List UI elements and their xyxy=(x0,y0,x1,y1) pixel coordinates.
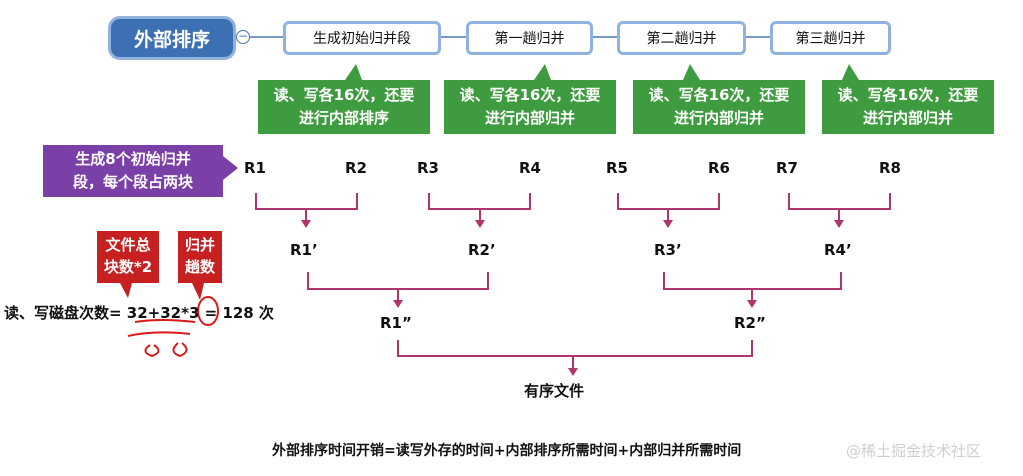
callout-pointers xyxy=(345,64,859,80)
merge-passes-note: 归并趟数 xyxy=(178,231,222,283)
run-r5: R5 xyxy=(606,159,628,177)
run-r2-double-prime: R2” xyxy=(734,314,766,332)
run-r3-prime: R3’ xyxy=(654,241,682,259)
run-r1-prime: R1’ xyxy=(290,241,318,259)
merge-arrowheads xyxy=(301,220,844,376)
run-r6: R6 xyxy=(708,159,730,177)
run-r1: R1 xyxy=(244,159,266,177)
run-r7: R7 xyxy=(776,159,798,177)
step-merge-pass-1[interactable]: 第一趟归并 xyxy=(466,21,593,55)
time-cost-formula: 外部排序时间开销=读写外存的时间+内部排序所需时间+内部归并所需时间 xyxy=(272,443,742,459)
callout-merge-pass-2: 读、写各16次，还要进行内部归并 xyxy=(633,80,805,134)
merge-brackets xyxy=(255,193,891,370)
collapse-toggle-icon[interactable]: − xyxy=(236,29,250,44)
run-r4-prime: R4’ xyxy=(824,241,852,259)
run-r4: R4 xyxy=(519,159,541,177)
initial-runs-note: 生成8个初始归并段，每个段占两块 xyxy=(43,145,223,197)
run-r3: R3 xyxy=(417,159,439,177)
run-r2-prime: R2’ xyxy=(468,241,496,259)
sorted-file-label: 有序文件 xyxy=(524,382,585,400)
root-node[interactable]: 外部排序 xyxy=(108,16,236,60)
step-initial-runs[interactable]: 生成初始归并段 xyxy=(283,21,441,55)
callout-merge-pass-1: 读、写各16次，还要进行内部归并 xyxy=(444,80,616,134)
formula-suffix: = 128 次 xyxy=(199,304,274,322)
watermark: @稀土掘金技术社区 xyxy=(846,442,982,460)
run-r8: R8 xyxy=(879,159,901,177)
callout-initial-runs: 读、写各16次，还要进行内部排序 xyxy=(258,80,430,134)
run-r1-double-prime: R1” xyxy=(380,314,412,332)
note-pointer xyxy=(223,156,238,180)
run-r2: R2 xyxy=(345,159,367,177)
step-merge-pass-2[interactable]: 第二趟归并 xyxy=(617,21,746,55)
formula-circled-value: 3 xyxy=(188,304,200,322)
red-note-pointers xyxy=(120,283,204,300)
step-merge-pass-3[interactable]: 第三趟归并 xyxy=(770,21,891,55)
block-count-note: 文件总块数*2 xyxy=(97,231,159,283)
handwritten-annotations xyxy=(127,296,219,358)
io-count-formula: 读、写磁盘次数= 32+32*3 = 128 次 xyxy=(4,302,274,323)
formula-prefix: 读、写磁盘次数= 32+32* xyxy=(4,304,189,322)
callout-merge-pass-3: 读、写各16次，还要进行内部归并 xyxy=(822,80,994,134)
